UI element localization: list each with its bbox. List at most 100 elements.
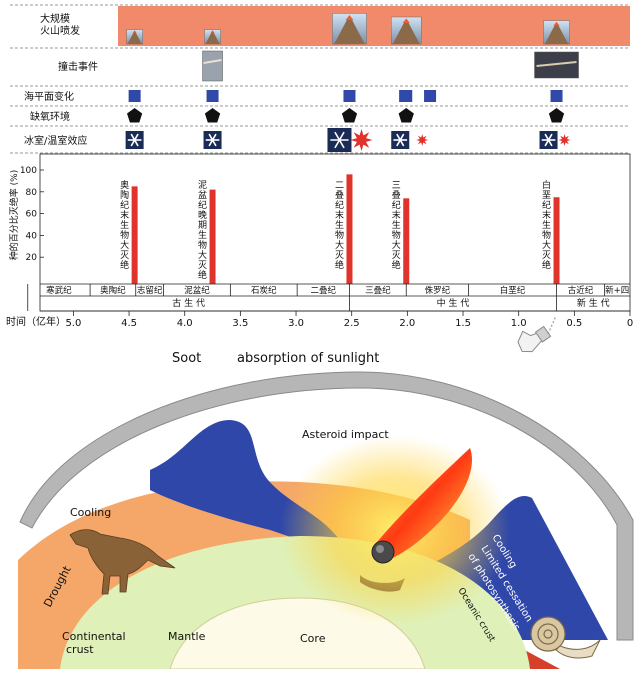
dinosaur-icon	[69, 529, 176, 595]
period-strip: 寒武纪奥陶纪志留纪泥盆纪石炭纪二叠纪三叠纪侏罗纪白垩纪古近纪新+四	[27, 284, 629, 296]
sea-level-square-icon	[550, 90, 563, 102]
pointer-hand-icon	[517, 325, 552, 353]
y-tick-label: 100	[20, 166, 37, 176]
label-mantle: Mantle	[168, 630, 206, 643]
greenhouse-burst-icon	[416, 134, 429, 146]
sea-level-square-icon	[343, 90, 356, 102]
y-tick-label: 20	[26, 253, 38, 263]
extinction-bar	[131, 186, 138, 284]
time-tick-label: 4.5	[121, 318, 137, 329]
impact-photo-icon	[534, 51, 579, 79]
extinction-label: 三叠纪末生物大灭绝	[392, 181, 401, 271]
snowflake-icon	[203, 131, 222, 149]
era-label: 中 生 代	[437, 297, 470, 309]
time-tick-label: 2.5	[344, 318, 360, 329]
soot-cloud-arc	[19, 371, 634, 641]
period-label: 奥陶纪	[100, 285, 126, 296]
time-tick-label: 3.0	[288, 318, 304, 329]
era-strip: 古 生 代中 生 代新 生 代	[27, 296, 610, 311]
greenhouse-burst-icon	[558, 134, 571, 146]
time-tick-label: 2.0	[399, 318, 415, 329]
period-label: 古近纪	[568, 285, 594, 296]
y-tick-label: 40	[26, 231, 38, 241]
period-label: 石炭纪	[251, 285, 277, 296]
volcano-icon	[390, 16, 422, 45]
time-tick-label: 5.0	[65, 318, 81, 329]
ocean-layer	[400, 496, 608, 640]
time-axis-label: 时间（亿年）	[6, 315, 66, 328]
extinction-bar	[346, 174, 353, 284]
row-label-volcanism: 大规模 火山喷发	[40, 12, 80, 37]
extinction-label: 泥盆纪晚期生物大灭绝	[198, 180, 207, 281]
sea-level-square-icon	[128, 90, 141, 102]
sea-level-square-icon	[206, 90, 219, 102]
volcano-icon	[332, 13, 367, 45]
snowflake-icon	[327, 128, 352, 152]
label-absorption: absorption of sunlight	[237, 351, 379, 366]
volcano-icon	[204, 29, 221, 45]
time-tick-label: 3.5	[232, 318, 248, 329]
climate-icons	[125, 128, 571, 152]
extinction-bar	[209, 189, 216, 284]
y-axis-label: 种的百分比灭绝率 (%)	[8, 170, 20, 260]
label-core: Core	[300, 632, 326, 645]
extinction-label: 奥陶纪末生物大灭绝	[120, 179, 129, 271]
y-tick-label: 80	[26, 188, 38, 198]
asteroid-icon	[371, 540, 395, 564]
row-label-anoxia: 缺氧环境	[30, 110, 70, 123]
volcano-icon	[126, 29, 143, 45]
asteroid-tail	[372, 448, 472, 562]
sea-level-square-icon	[399, 90, 412, 102]
label-cooling-left: Cooling	[70, 506, 111, 519]
y-tick-label: 60	[26, 210, 38, 220]
extinction-label: 白垩纪末生物大灭绝	[542, 179, 551, 271]
period-label: 二叠纪	[311, 285, 337, 296]
anoxia-pentagon-icon	[398, 108, 414, 123]
extinction-chart: 100 80 60 40 20 种的百分比灭绝率 (%) 奥陶纪末生物大灭绝 泥盆纪晚期生…	[8, 153, 631, 312]
period-label: 新+四	[605, 285, 629, 296]
snowflake-icon	[391, 131, 410, 149]
period-label: 白垩纪	[500, 285, 526, 296]
label-continental-1: Continental	[62, 630, 126, 643]
label-soot: Soot	[172, 351, 201, 366]
period-label: 侏罗纪	[425, 285, 451, 296]
extinction-labels: 奥陶纪末生物大灭绝 泥盆纪晚期生物大灭绝 二叠纪末生物大灭绝 三叠纪末生物大灭绝 白垩纪…	[120, 179, 551, 281]
period-label: 志留纪	[137, 285, 163, 296]
volcano-icons	[126, 13, 570, 45]
anoxia-icons	[127, 108, 565, 123]
extinction-bars	[131, 174, 560, 284]
time-tick-label: 4.0	[177, 318, 193, 329]
time-tick-label: 0.5	[566, 318, 582, 329]
cause-rows: 大规模 火山喷发 撞击事件 海平面变化 缺氧环境 冰室/温室效应	[10, 4, 630, 154]
extinction-label: 二叠纪末生物大灭绝	[335, 181, 344, 271]
row-label-sea-level: 海平面变化	[24, 90, 74, 103]
snowflake-icon	[125, 131, 144, 149]
impact-photo-icon	[202, 50, 223, 82]
time-tick-label: 0	[627, 318, 633, 329]
extinction-bar	[403, 198, 410, 284]
era-label: 新 生 代	[577, 297, 610, 309]
row-label-climate: 冰室/温室效应	[24, 134, 87, 147]
anoxia-pentagon-icon	[204, 108, 221, 123]
sea-level-square-icon	[424, 90, 437, 102]
period-label: 泥盆纪	[184, 285, 210, 296]
impact-diagram: Soot absorption of sunlight Asteroid imp…	[18, 351, 634, 670]
anoxia-pentagon-icon	[548, 108, 565, 123]
time-tick-label: 1.5	[455, 318, 471, 329]
label-continental-2: crust	[66, 643, 94, 656]
era-label: 古 生 代	[172, 297, 205, 309]
period-label: 三叠纪	[365, 285, 391, 296]
time-axis: 5.0 4.5 4.0 3.5 3.0 2.5 2.0 1.5 1.0 0.5 0 时间（亿年）	[6, 310, 633, 329]
volcano-icon	[543, 20, 570, 45]
row-label-impact: 撞击事件	[58, 60, 98, 73]
greenhouse-burst-icon	[350, 129, 373, 151]
time-tick-label: 1.0	[511, 318, 527, 329]
y-axis-ticks: 100 80 60 40 20	[20, 166, 44, 263]
extinction-bar	[553, 197, 560, 284]
anoxia-pentagon-icon	[341, 108, 358, 123]
snowflake-icon	[539, 131, 558, 149]
impact-icons	[202, 50, 579, 82]
anoxia-pentagon-icon	[127, 108, 143, 123]
